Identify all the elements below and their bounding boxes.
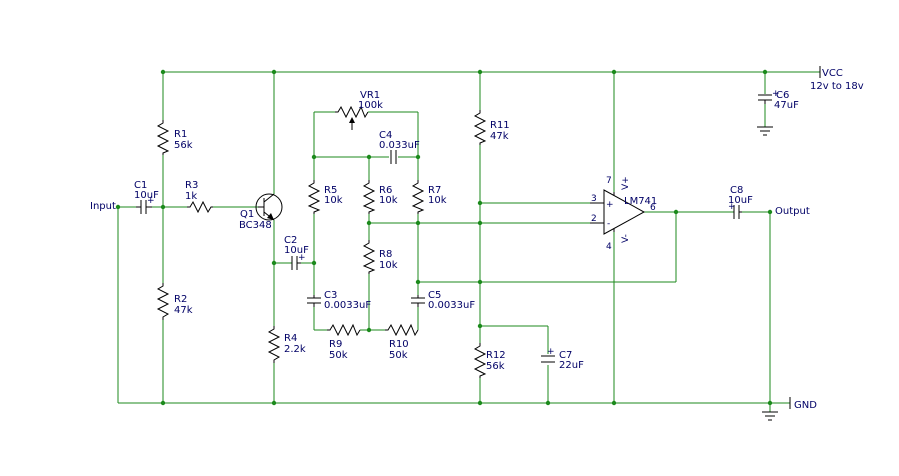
r6-value: 10k	[379, 195, 398, 206]
c1-plus-sign: +	[147, 196, 155, 206]
capacitor-c2	[291, 256, 301, 270]
c2-value: 10uF	[284, 245, 309, 256]
r12-name: R12	[486, 350, 506, 361]
q1-value: BC348	[239, 220, 272, 231]
resistor-r3	[187, 200, 213, 214]
potentiometer-vr1	[335, 105, 369, 130]
c6-value: 47uF	[774, 100, 799, 111]
r11-value: 47k	[490, 131, 509, 142]
resistor-r4	[267, 326, 281, 363]
vcc-range-label: 12v to 18v	[810, 81, 864, 92]
c7-plus-sign: +	[547, 347, 555, 357]
opamp-pin-7: 7	[606, 176, 612, 186]
r4-name: R4	[284, 333, 297, 344]
r3-value: 1k	[185, 191, 197, 202]
c8-name: C8	[730, 185, 743, 196]
r1-value: 56k	[174, 140, 193, 151]
transistor-q1	[255, 193, 283, 221]
r9-value: 50k	[329, 350, 348, 361]
opamp-lm741	[590, 189, 646, 235]
r2-value: 47k	[174, 305, 193, 316]
c2-plus-sign: +	[298, 253, 306, 263]
capacitor-c7	[541, 355, 555, 363]
r5-value: 10k	[324, 195, 343, 206]
c4-name: C4	[379, 130, 392, 141]
ground-symbol-c6	[757, 126, 773, 136]
c7-value: 22uF	[559, 360, 584, 371]
q1-name: Q1	[240, 209, 254, 220]
r7-value: 10k	[428, 195, 447, 206]
r12-value: 56k	[486, 361, 505, 372]
r3-name: R3	[185, 180, 198, 191]
opamp-pin-3: 3	[591, 194, 597, 204]
resistor-r9	[327, 323, 361, 337]
r6-name: R6	[379, 185, 392, 196]
c6-name: C6	[776, 90, 789, 101]
opamp-noninv-sign: +	[606, 200, 614, 210]
resistor-r11	[473, 110, 487, 145]
resistor-r2	[156, 283, 170, 320]
r9-name: R9	[329, 339, 342, 350]
r11-name: R11	[490, 120, 510, 131]
r4-value: 2.2k	[284, 344, 306, 355]
c7-name: C7	[559, 350, 572, 361]
opamp-pin-6: 6	[650, 203, 656, 213]
opamp-vplus-label: V+	[621, 176, 631, 190]
opamp-name: LM741	[624, 196, 657, 207]
c5-value: 0.0033uF	[428, 300, 475, 311]
r2-name: R2	[174, 294, 187, 305]
resistor-r5	[307, 180, 321, 214]
resistor-r8	[362, 240, 376, 274]
c6-plus-sign: +	[772, 89, 780, 99]
opamp-pin-4: 4	[606, 242, 612, 252]
c1-name: C1	[134, 180, 147, 191]
capacitor-c3	[307, 295, 321, 307]
c3-name: C3	[324, 290, 337, 301]
resistor-r7	[411, 180, 425, 214]
r10-name: R10	[389, 339, 409, 350]
r8-name: R8	[379, 249, 392, 260]
c1-value: 10uF	[134, 190, 159, 201]
r10-value: 50k	[389, 350, 408, 361]
vr1-name: VR1	[360, 90, 380, 101]
capacitor-c8	[733, 205, 742, 219]
capacitor-c6	[758, 94, 772, 104]
capacitor-c5	[411, 295, 425, 307]
capacitor-c4	[390, 150, 397, 164]
wires	[117, 71, 820, 412]
resistor-r10	[385, 323, 419, 337]
c8-value: 10uF	[728, 195, 753, 206]
output-label: Output	[775, 206, 810, 217]
r8-value: 10k	[379, 260, 398, 271]
opamp-vminus-label: V-	[621, 234, 631, 243]
opamp-pin-2: 2	[591, 214, 597, 224]
vcc-label: VCC	[822, 68, 843, 79]
junctions	[115, 69, 773, 406]
resistor-r1	[156, 120, 170, 155]
resistor-r12	[473, 343, 487, 378]
capacitor-c1	[136, 200, 152, 214]
opamp-inv-sign: -	[607, 219, 610, 229]
r5-name: R5	[324, 185, 337, 196]
gnd-label: GND	[794, 400, 817, 411]
c5-name: C5	[428, 290, 441, 301]
r1-name: R1	[174, 129, 187, 140]
c8-plus-sign: +	[728, 202, 736, 212]
resistor-r6	[362, 180, 376, 214]
c4-value: 0.033uF	[379, 140, 420, 151]
input-label: Input	[90, 201, 116, 212]
c3-value: 0.0033uF	[324, 300, 371, 311]
c2-name: C2	[284, 235, 297, 246]
r7-name: R7	[428, 185, 441, 196]
ground-symbol-main	[762, 411, 778, 421]
vr1-value: 100k	[358, 100, 383, 111]
